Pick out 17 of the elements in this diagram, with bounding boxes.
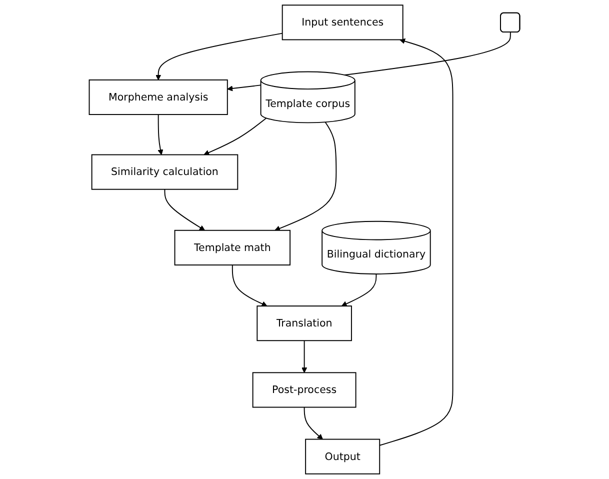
node-box: Morpheme analysis [88, 79, 228, 115]
arrow [341, 274, 377, 306]
node-box: Post-process [252, 372, 356, 408]
arrow [156, 32, 283, 80]
node-box: Template math [174, 230, 291, 266]
node-box: Translation [256, 306, 352, 342]
node-box: Output [305, 438, 380, 474]
arrow [204, 118, 267, 156]
arrow [158, 114, 164, 155]
node-box: Similarity calculation [91, 154, 238, 190]
arrow [302, 340, 308, 373]
arrow [232, 264, 268, 306]
arrow [274, 122, 337, 232]
arrow [164, 188, 205, 231]
arrow [379, 38, 454, 446]
arrow [304, 406, 323, 440]
node-box: Input sentences [282, 4, 404, 40]
